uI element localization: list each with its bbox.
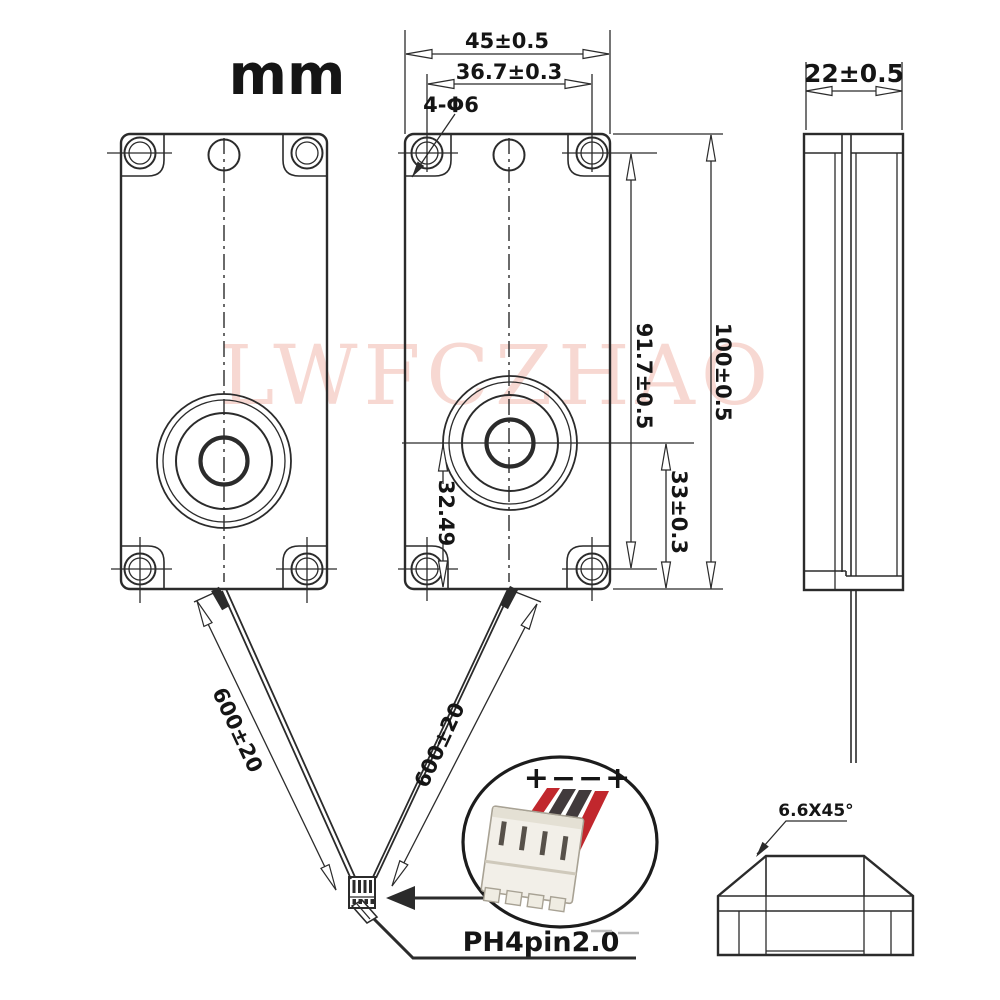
cone-offset-label: 33±0.3 [667,470,691,554]
dimension-height: 100±0.5 [613,133,735,590]
depth-dim-label: 22±0.5 [804,59,904,88]
cone-inner-dim-label: 32.49 [434,480,458,546]
shrink-tube [350,898,379,925]
left-speaker-wire: 600±20 [192,586,356,893]
width-dim-label: 45±0.5 [465,29,549,53]
dimension-hole-pitch-vertical: 91.7±0.5 [625,153,656,569]
chamfer-note-label: 6.6X45° [778,801,853,821]
dimension-depth: 22±0.5 [804,59,904,130]
faint-marks [591,929,639,935]
hole-pitch-v-label: 91.7±0.5 [632,323,656,430]
dimension-cone-center-inner: 32.49 [434,444,458,588]
mounting-holes-middle-view [398,74,657,601]
dimension-cone-center-to-bottom: 33±0.3 [660,443,691,589]
speaker-side-view: 22±0.5 [802,59,905,763]
plug-symbol [348,876,379,925]
mounting-holes-label: 4-Φ6 [423,93,479,117]
chamfer-profile-view: 6.6X45° [716,801,915,957]
note-mounting-holes: 4-Φ6 [408,93,479,180]
connector-photo-body [480,805,585,913]
speaker-cone-middle-view [442,375,578,511]
dimension-hole-pitch-horizontal: 36.7±0.3 [427,60,592,90]
connector-label-leader: PH4pin2.0 [372,917,639,960]
callout-pointer-arrow [386,886,487,910]
speaker-front-view-dimensioned: 45±0.5 36.7±0.3 4-Φ6 100±0.5 91.7±0.5 [398,29,735,601]
speaker-cone-left-view [156,393,292,529]
right-wire-length-label: 600±20 [410,699,470,791]
speaker-front-view-left [107,132,337,603]
dimension-width: 45±0.5 [404,29,611,134]
units-label: mm [229,43,346,108]
connector-detail-callout: +−−+ [461,755,659,929]
side-view-wire [850,590,857,763]
mounting-holes-left-view [107,136,337,603]
chamfer-note: 6.6X45° [752,801,854,860]
height-dim-label: 100±0.5 [711,323,735,422]
polarity-marks-label: +−−+ [524,761,633,796]
watermark-text: LWFCZHAO [220,329,774,424]
hole-pitch-h-label: 36.7±0.3 [456,60,563,84]
